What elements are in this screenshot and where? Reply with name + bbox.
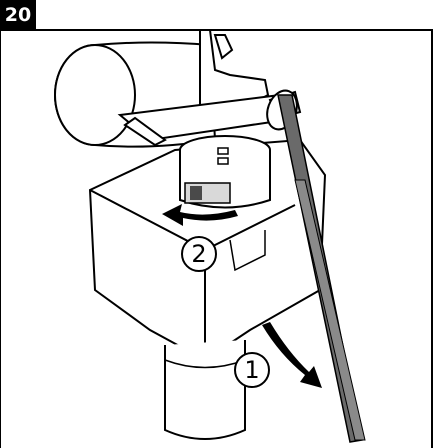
- callout-1: 1: [234, 352, 270, 388]
- release-tab-grip: [190, 186, 202, 200]
- float-rod: [266, 89, 366, 443]
- adjustment-collar: [179, 135, 271, 209]
- lower-tube: [164, 340, 246, 440]
- rotate-arrow-icon: [162, 204, 238, 226]
- step-number-badge: 20: [0, 0, 36, 30]
- callout-2: 2: [181, 236, 217, 272]
- pull-arrow-icon: [262, 322, 322, 388]
- bracket-clip: [117, 90, 302, 147]
